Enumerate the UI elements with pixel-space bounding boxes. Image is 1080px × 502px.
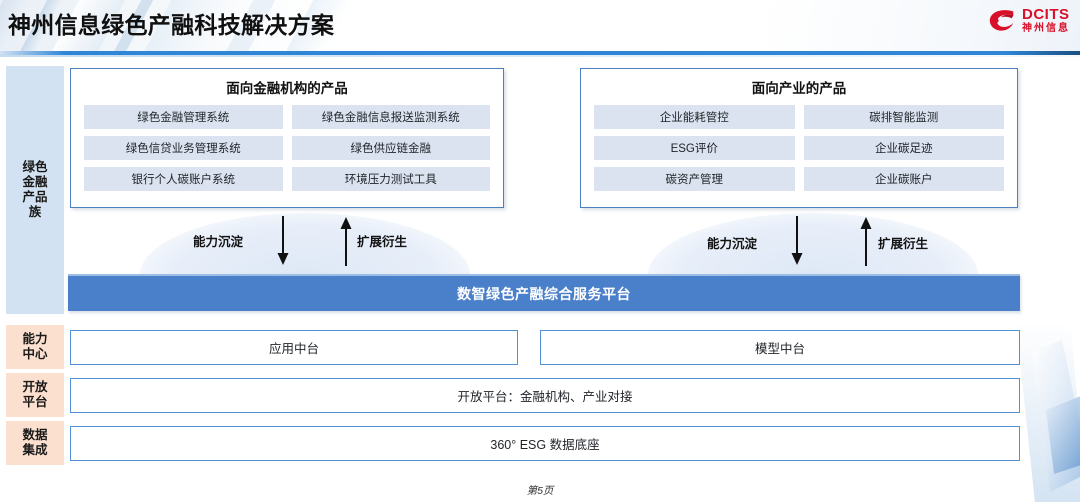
- flow-hill-decoration-left: [140, 213, 470, 275]
- sidebar-label-line: 产品: [22, 190, 48, 204]
- product-chip[interactable]: 银行个人碳账户系统: [84, 167, 283, 191]
- company-logo: DCITS 神州信息: [987, 7, 1070, 34]
- header-divider-soft: [0, 55, 1080, 57]
- slide-header: [0, 0, 1080, 51]
- sidebar-label-line: 平台: [22, 395, 48, 409]
- sidebar-label-line: 集成: [22, 443, 48, 457]
- product-chip[interactable]: 绿色金融管理系统: [84, 105, 283, 129]
- flow-hill-decoration-right: [648, 213, 978, 275]
- product-chip[interactable]: 企业碳账户: [803, 167, 1004, 191]
- dcits-swoosh-icon: [989, 9, 1014, 31]
- flow-label-capability-precipitation-right: 能力沉淀: [707, 237, 758, 251]
- logo-cn-text: 神州信息: [1022, 23, 1070, 34]
- capability-box-application-midend[interactable]: 应用中台: [70, 330, 518, 365]
- product-chip[interactable]: 环境压力测试工具: [291, 167, 490, 191]
- sidebar-label-line: 能力: [22, 331, 48, 346]
- product-chip[interactable]: 绿色金融信息报送监测系统: [291, 105, 490, 129]
- group-title: 面向产业的产品: [751, 81, 847, 96]
- group-title: 面向金融机构的产品: [226, 81, 348, 96]
- data-integration-box[interactable]: 360° ESG 数据底座: [70, 426, 1020, 461]
- sidebar-label-line: 金融: [22, 174, 48, 189]
- product-chip[interactable]: 碳排智能监测: [803, 105, 1004, 129]
- product-chip[interactable]: ESG评价: [594, 136, 795, 160]
- sidebar-label-line: 中心: [22, 347, 48, 361]
- capability-box-model-midend[interactable]: 模型中台: [540, 330, 1020, 365]
- open-platform-box[interactable]: 开放平台：金融机构、产业对接: [70, 378, 1020, 413]
- page-number: 第5页: [526, 485, 554, 497]
- arrow-up-icon-right: [860, 217, 872, 266]
- arrow-down-icon-left: [277, 216, 289, 265]
- sidebar-label-line: 族: [28, 205, 42, 220]
- sidebar-item-capability-center[interactable]: 能力 中心: [6, 325, 64, 369]
- product-chip-list: 企业能耗管控 碳排智能监测 ESG评价 企业碳足迹 碳资产管理 企业碳账户: [581, 105, 1017, 191]
- sidebar-item-open-platform[interactable]: 开放 平台: [6, 373, 64, 417]
- logo-en-text: DCITS: [1022, 6, 1070, 23]
- product-group-financial-institutions: 面向金融机构的产品 绿色金融管理系统 绿色金融信息报送监测系统 绿色信贷业务管理…: [70, 68, 504, 208]
- product-chip[interactable]: 企业能耗管控: [594, 105, 795, 129]
- sidebar-label-line: 开放: [22, 379, 48, 394]
- product-group-industry: 面向产业的产品 企业能耗管控 碳排智能监测 ESG评价 企业碳足迹 碳资产管理 …: [580, 68, 1018, 208]
- product-chip[interactable]: 绿色供应链金融: [291, 136, 490, 160]
- product-chip-list: 绿色金融管理系统 绿色金融信息报送监测系统 绿色信贷业务管理系统 绿色供应链金融…: [71, 105, 503, 191]
- sidebar-label-line: 绿色: [22, 159, 48, 174]
- sidebar-item-data-integration[interactable]: 数据 集成: [6, 421, 64, 465]
- product-chip[interactable]: 绿色信贷业务管理系统: [84, 136, 283, 160]
- header-divider: [0, 51, 1080, 55]
- flow-label-capability-precipitation-left: 能力沉淀: [193, 235, 244, 249]
- sidebar-item-green-finance-products[interactable]: 绿色 金融 产品 族: [6, 66, 64, 314]
- platform-bar[interactable]: 数智绿色产融综合服务平台: [68, 274, 1020, 311]
- arrow-down-icon-right: [791, 216, 803, 265]
- flow-label-extension-derivation-left: 扩展衍生: [357, 235, 408, 249]
- sidebar-label-line: 数据: [22, 427, 48, 442]
- page-title: 神州信息绿色产融科技解决方案: [8, 12, 335, 38]
- product-chip[interactable]: 碳资产管理: [594, 167, 795, 191]
- product-chip[interactable]: 企业碳足迹: [803, 136, 1004, 160]
- arrow-up-icon-left: [340, 217, 352, 266]
- flow-label-extension-derivation-right: 扩展衍生: [878, 237, 929, 251]
